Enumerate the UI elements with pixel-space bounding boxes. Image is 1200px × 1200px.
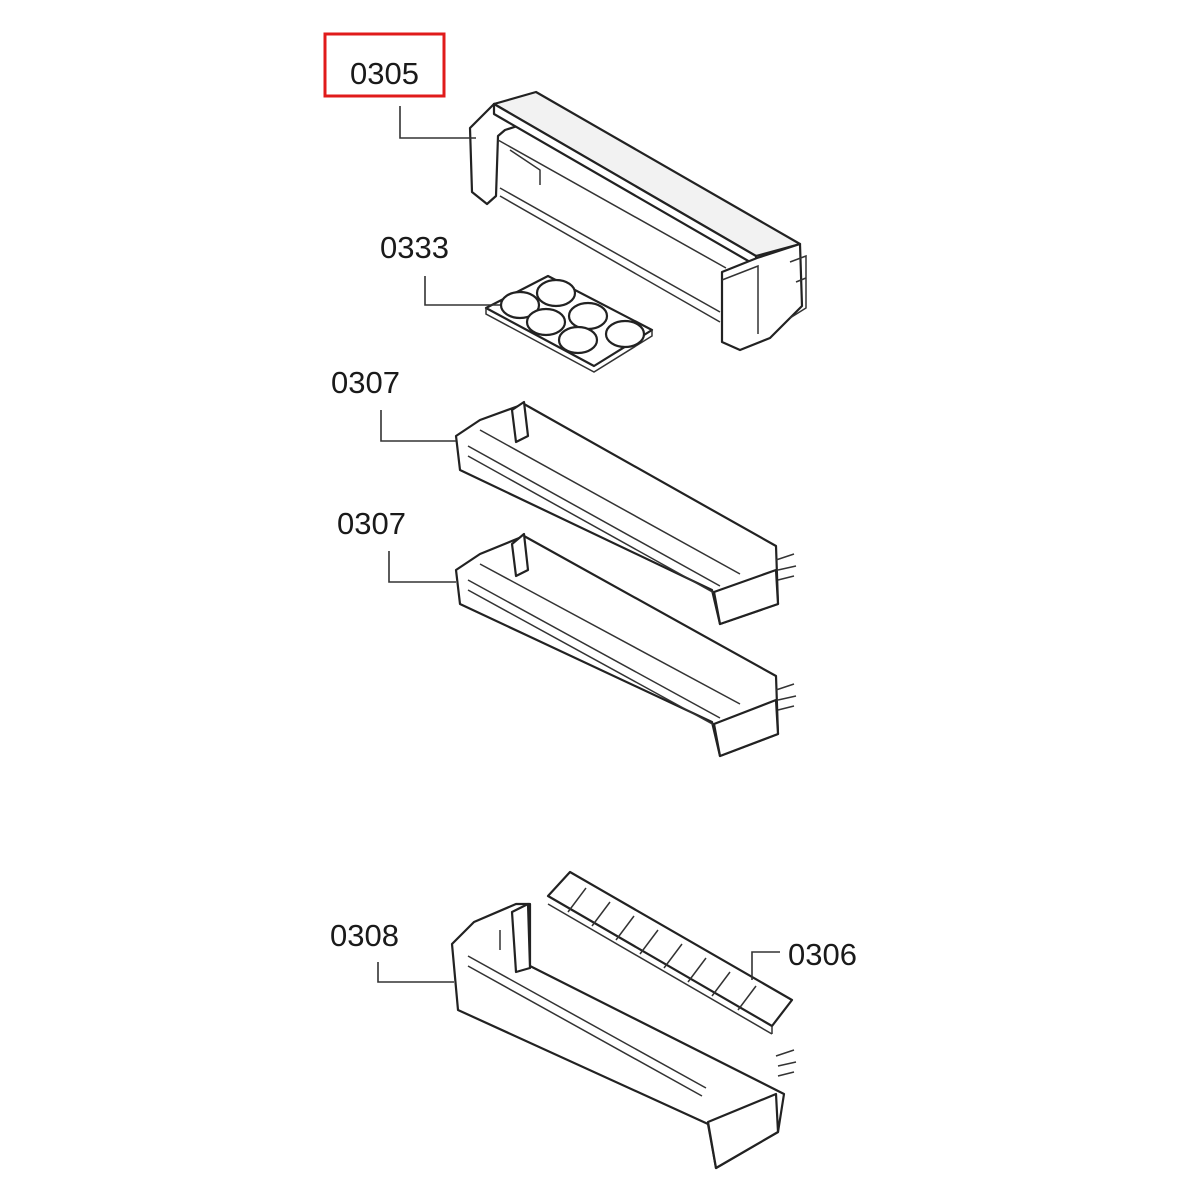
part-label-0307-lower[interactable]: 0307 [337, 506, 406, 541]
part-0306-drawing[interactable] [546, 870, 794, 1035]
leader-line-0305 [399, 106, 476, 139]
part-label-0333[interactable]: 0333 [380, 230, 449, 265]
leader-line-0307-upper [380, 410, 456, 442]
part-label-0307-upper[interactable]: 0307 [331, 365, 400, 400]
part-0308-drawing[interactable] [450, 902, 797, 1170]
part-0307-lower-drawing[interactable] [454, 532, 797, 758]
leader-line-0307-lower [388, 551, 456, 583]
part-0333-drawing[interactable] [484, 274, 654, 373]
leader-line-0333 [424, 276, 500, 306]
leader-line-0308 [377, 962, 454, 983]
part-label-0305[interactable]: 0305 [350, 56, 419, 91]
part-0307-upper-drawing[interactable] [454, 400, 797, 626]
leader-line-0306 [751, 951, 780, 980]
part-0305-drawing[interactable] [468, 90, 807, 352]
part-label-0306[interactable]: 0306 [788, 937, 857, 972]
part-label-0308[interactable]: 0308 [330, 918, 399, 953]
highlight-box-0305 [323, 32, 446, 98]
